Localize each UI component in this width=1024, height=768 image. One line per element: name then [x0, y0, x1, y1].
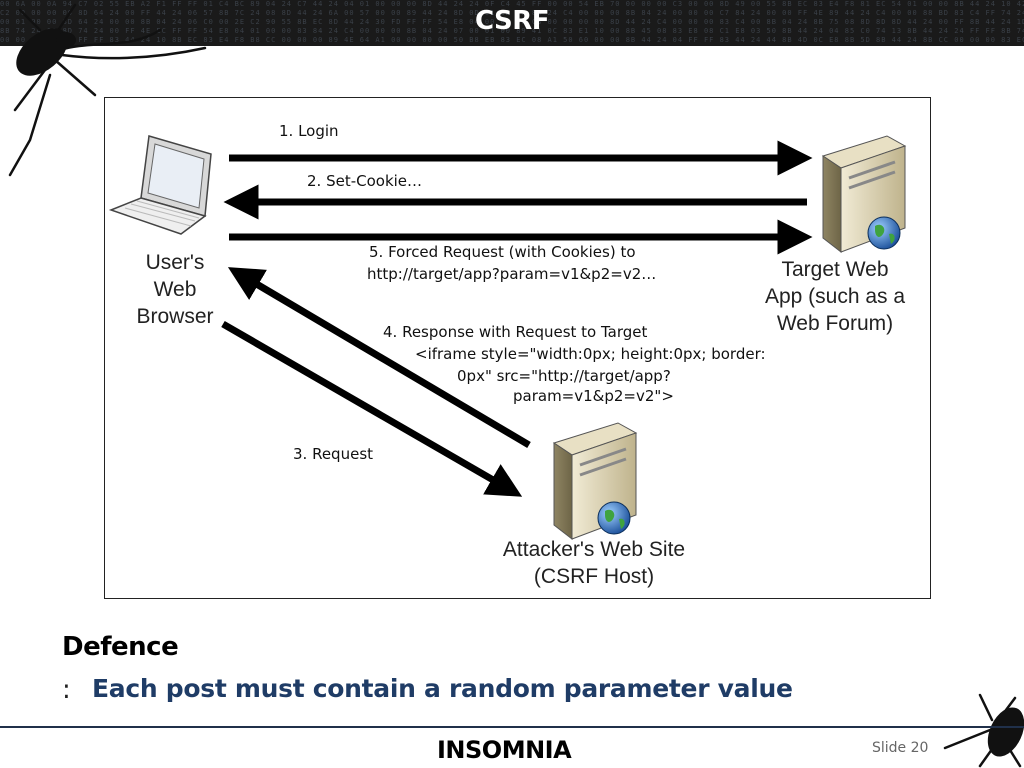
label-response-2: <iframe style="width:0px; height:0px; bo…: [415, 345, 766, 363]
slide-title: CSRF: [474, 6, 550, 36]
server-icon: [552, 422, 638, 541]
arrow-response: [227, 267, 531, 449]
cockroach-icon: [8, 3, 207, 177]
caption-line: Attacker's Web Site: [502, 538, 686, 561]
insomnia-logo: INSOMNIA: [437, 736, 572, 764]
caption-line: Web Forum): [776, 312, 894, 335]
slide-header: 00 6A 00 0A 94 C7 02 55 EB A2 F1 FF FF 0…: [0, 0, 1024, 46]
hex-line: C2 00 00 00 00 8D 64 24 00 FF 44 24 06 5…: [0, 9, 1024, 17]
hex-dump-background: 00 6A 00 0A 94 C7 02 55 EB A2 F1 FF FF 0…: [0, 0, 1024, 46]
cockroach-icon: [943, 693, 1024, 768]
browser-caption: User's Web Browser: [115, 249, 235, 330]
server-icon: [821, 135, 907, 254]
attacker-caption: Attacker's Web Site (CSRF Host): [469, 536, 719, 590]
target-caption: Target Web App (such as a Web Forum): [745, 256, 925, 337]
caption-line: Target Web: [781, 258, 889, 281]
csrf-diagram: 1. Login 2. Set-Cookie… 5. Forced Reques…: [104, 97, 931, 599]
slide-number-label: Slide: [872, 740, 907, 756]
label-forced-request-1: 5. Forced Request (with Cookies) to: [369, 243, 636, 261]
bullet-marker: :: [62, 675, 71, 705]
label-set-cookie: 2. Set-Cookie…: [307, 172, 423, 190]
label-response-4: param=v1&p2=v2">: [513, 387, 674, 405]
defence-heading: Defence: [62, 632, 179, 662]
label-response-1: 4. Response with Request to Target: [383, 323, 648, 341]
hex-line: 00 00 00 C3 FF FF FF 83 44 24 10 8B EC 8…: [0, 36, 1024, 44]
hex-line: 00 6A 00 0A 94 C7 02 55 EB A2 F1 FF FF 0…: [0, 0, 1024, 8]
caption-line: Browser: [136, 305, 214, 328]
slide-number: Slide 20: [872, 740, 928, 756]
caption-line: Web: [153, 278, 197, 301]
label-request: 3. Request: [293, 445, 374, 463]
defence-text: Each post must contain a random paramete…: [92, 674, 793, 703]
laptop-icon: [108, 135, 212, 235]
label-response-3: 0px" src="http://target/app?: [457, 367, 671, 385]
caption-line: User's: [145, 251, 205, 274]
arrow-request: [221, 320, 523, 497]
label-forced-request-2: http://target/app?param=v1&p2=v2…: [367, 265, 657, 283]
diagram-arrows: [108, 135, 907, 541]
caption-line: (CSRF Host): [533, 565, 655, 588]
slide-number-value: 20: [910, 740, 929, 756]
footer-divider: [0, 726, 1024, 728]
hex-line: 00 01 00 00 8D 64 24 00 00 8B 04 24 06 C…: [0, 18, 1024, 26]
caption-line: App (such as a: [764, 285, 906, 308]
label-login: 1. Login: [279, 122, 339, 140]
hex-line: 8B 74 24 08 8D 74 24 00 FF 4E EC FF FF 5…: [0, 27, 1024, 35]
